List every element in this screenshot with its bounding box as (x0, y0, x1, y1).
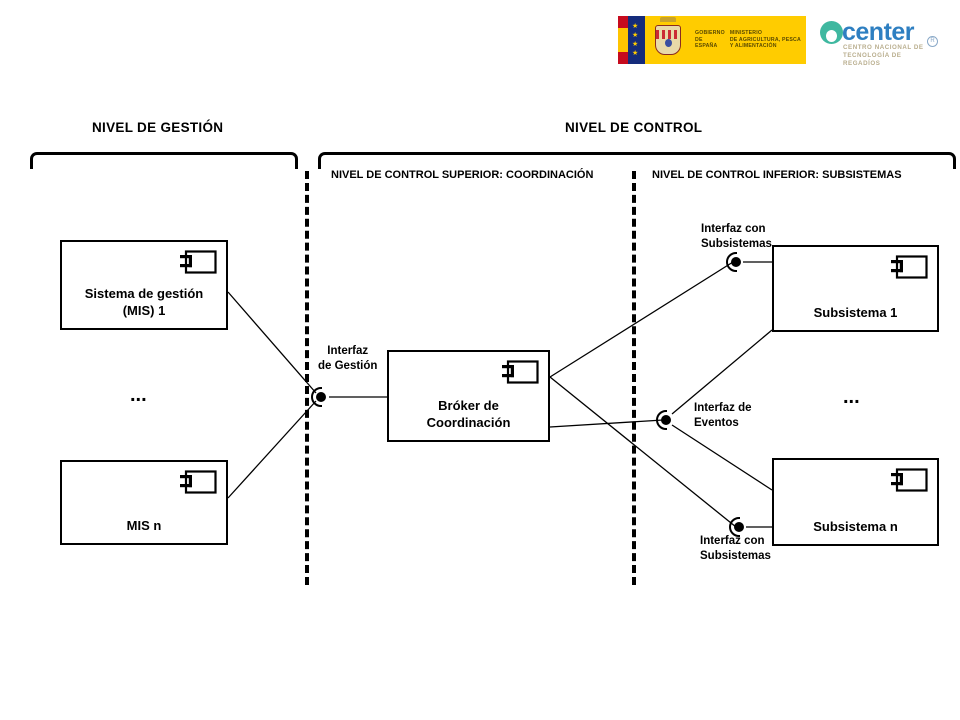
interface-label-line1: Interfaz de (694, 402, 752, 414)
gobierno-text: GOBIERNO DE ESPAÑA (691, 16, 725, 64)
interface-label-line2: Subsistemas (700, 550, 771, 562)
component-sistema-de-gestion-mis-1[interactable]: Sistema de gestión (MIS) 1 (60, 240, 228, 330)
uml-component-icon (180, 250, 217, 274)
component-label: MIS n (62, 517, 226, 534)
component-subsistema-n[interactable]: Subsistema n (772, 458, 939, 546)
interface-label-line1: Interfaz con (700, 535, 765, 547)
socket-cup-icon (656, 410, 667, 430)
interface-label-gestion: Interfaz de Gestión (318, 344, 377, 374)
uml-component-icon (180, 470, 217, 494)
eu-stars-icon: ★ ★ ★ ★ (628, 16, 645, 64)
gobierno-line2: DE ESPAÑA (695, 36, 718, 50)
component-mis-n[interactable]: MIS n (60, 460, 228, 545)
wire-mis1-to-gestion (227, 291, 317, 394)
component-label: Subsistema 1 (774, 304, 937, 321)
interface-socket-gestion[interactable] (311, 387, 331, 407)
interface-label-line2: Subsistemas (701, 238, 772, 250)
provided-interface-ball-icon (661, 415, 671, 425)
center-wordmark: center (842, 18, 915, 46)
gobierno-line1: GOBIERNO (695, 30, 725, 37)
uml-component-icon (891, 255, 928, 279)
component-label-line2: (MIS) 1 (122, 303, 166, 318)
component-label: Bróker de Coordinación (389, 397, 548, 431)
center-logo: center R CENTRO NACIONAL DE TECNOLOGÍA D… (820, 18, 940, 67)
wire-eventos-to-subn (671, 424, 773, 491)
level-title-control: NIVEL DE CONTROL (565, 120, 703, 135)
provided-interface-ball-icon (734, 522, 744, 532)
wire-broker-to-subsistemas-bottom (549, 376, 737, 528)
center-subtitle-line2: TECNOLOGÍA DE REGADÍOS (843, 52, 902, 67)
bracket-control-level (318, 152, 956, 169)
sublevel-title-upper-control: NIVEL DE CONTROL SUPERIOR: COORDINACIÓN (331, 169, 594, 181)
component-subsistema-1[interactable]: Subsistema 1 (772, 245, 939, 332)
wire-broker-to-subsistemas-top (549, 261, 734, 378)
ellipsis-subsystems: ... (843, 386, 860, 408)
component-label-line1: Subsistema 1 (813, 305, 898, 320)
sublevel-title-lower-control: NIVEL DE CONTROL INFERIOR: SUBSISTEMAS (652, 169, 902, 181)
ministerio-line3: Y ALIMENTACIÓN (729, 43, 777, 50)
socket-cup-icon (311, 387, 322, 407)
interface-label-line2: Eventos (694, 417, 739, 429)
ministerio-line2: DE AGRICULTURA, PESCA (729, 36, 801, 43)
registered-trademark-icon: R (927, 36, 938, 47)
center-subtitle: CENTRO NACIONAL DE TECNOLOGÍA DE REGADÍO… (843, 44, 940, 68)
ministerio-line1: MINISTERIO (729, 30, 763, 37)
interface-label-subsistemas-bottom: Interfaz con Subsistemas (700, 534, 771, 564)
bracket-management-level (30, 152, 298, 169)
interface-label-eventos: Interfaz de Eventos (694, 401, 752, 431)
component-label-line1: MIS n (126, 518, 162, 533)
uml-component-icon (502, 360, 539, 384)
spanish-flag-stripe-icon (618, 16, 628, 64)
coat-of-arms-icon (645, 16, 691, 64)
interface-label-subsistemas-top: Interfaz con Subsistemas (701, 222, 772, 252)
center-subtitle-line1: CENTRO NACIONAL DE (843, 44, 924, 51)
center-circle-mark-icon (820, 21, 843, 44)
ministerio-text: MINISTERIO DE AGRICULTURA, PESCA Y ALIME… (725, 16, 812, 64)
component-label-line1: Sistema de gestión (84, 286, 204, 301)
uml-component-icon (891, 468, 928, 492)
component-label-line2: Coordinación (426, 415, 511, 430)
level-title-management: NIVEL DE GESTIÓN (92, 120, 224, 135)
interface-socket-subsistemas-bottom[interactable] (729, 517, 749, 537)
separator-management-control (305, 171, 309, 585)
separator-upper-lower-control (632, 171, 636, 585)
component-broker-de-coordinacion[interactable]: Bróker de Coordinación (387, 350, 550, 442)
interface-socket-eventos[interactable] (656, 410, 676, 430)
component-label-line1: Bróker de (438, 398, 499, 413)
wire-broker-to-eventos (549, 419, 664, 428)
gobierno-de-espana-logo: ★ ★ ★ ★ GOBIERNO DE ESPAÑA MINISTERIO DE… (618, 16, 806, 64)
ellipsis-management-systems: ... (130, 384, 147, 406)
logo-bar: ★ ★ ★ ★ GOBIERNO DE ESPAÑA MINISTERIO DE… (618, 16, 940, 67)
interface-label-line1: Interfaz con (701, 223, 766, 235)
provided-interface-ball-icon (316, 392, 326, 402)
component-label: Subsistema n (774, 518, 937, 535)
interface-label-line2: de Gestión (318, 360, 378, 372)
interface-socket-subsistemas-top[interactable] (726, 252, 746, 272)
provided-interface-ball-icon (731, 257, 741, 267)
socket-cup-icon (729, 517, 740, 537)
interface-label-line1: Interfaz (327, 345, 369, 357)
socket-cup-icon (726, 252, 737, 272)
wire-misn-to-gestion (227, 400, 317, 499)
component-label-line1: Subsistema n (813, 519, 898, 534)
component-label: Sistema de gestión (MIS) 1 (62, 285, 226, 319)
